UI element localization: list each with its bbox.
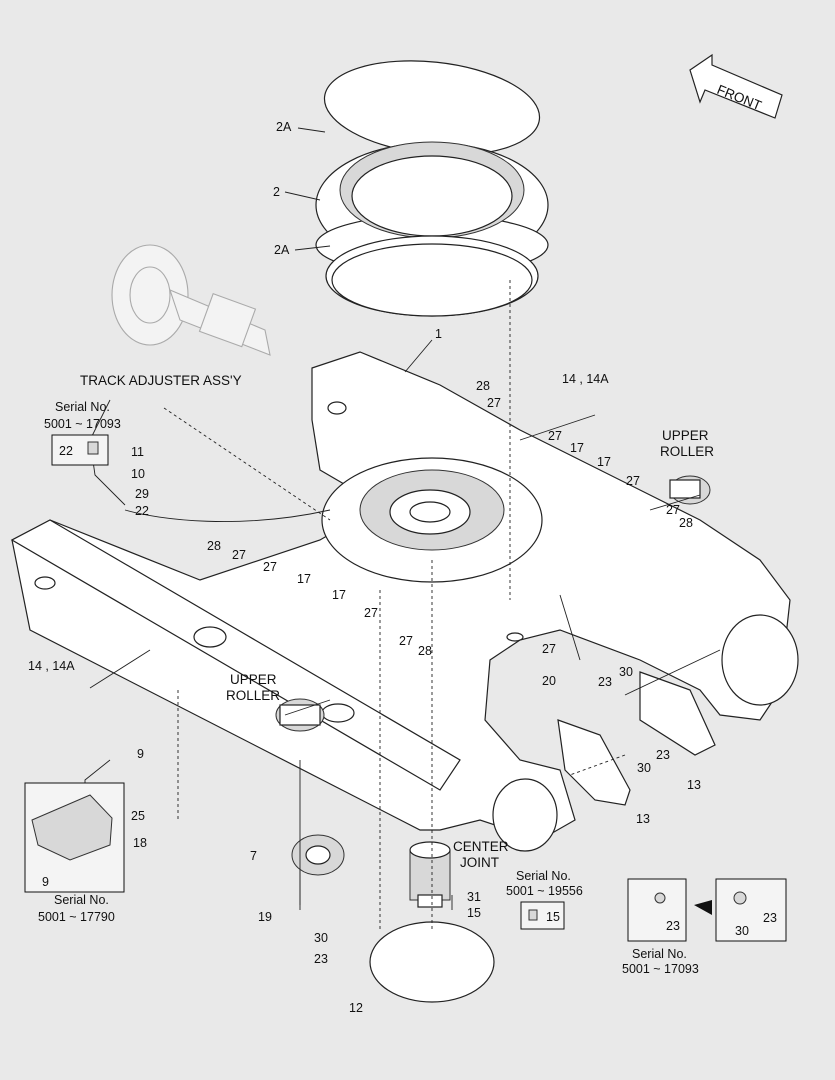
callout-17: 17 — [597, 455, 611, 469]
callout-27: 27 — [487, 396, 501, 410]
washer-icon — [733, 891, 747, 905]
callout-27: 27 — [232, 548, 246, 562]
callout-27: 27 — [666, 503, 680, 517]
callout-20: 20 — [542, 674, 556, 688]
upper-roller-right-label-2: ROLLER — [660, 444, 714, 459]
callout-11: 11 — [131, 445, 144, 459]
serial-part: 15 — [546, 910, 560, 924]
serial-range: 5001 ~ 19556 — [506, 884, 583, 898]
upper-roller-left — [275, 698, 325, 732]
callout-27: 27 — [399, 634, 413, 648]
serial-box-bottom-left: 9 Serial No. 5001 ~ 17790 — [24, 782, 125, 924]
serial-inset-frame-b — [715, 878, 787, 942]
callout-14-14a-right: 14 , 14A — [562, 372, 609, 386]
serial-inset-frame — [520, 901, 565, 930]
serial-title: Serial No. — [54, 893, 109, 907]
upper-roller-right-label-1: UPPER — [662, 428, 709, 443]
serial-part: 9 — [42, 875, 49, 889]
callout-18: 18 — [133, 836, 147, 850]
callout-2a-top: 2A — [276, 120, 292, 134]
serial-box-top-left: Serial No. 5001 ~ 17093 22 — [44, 400, 121, 466]
callout-22: 22 — [135, 504, 149, 518]
callout-13: 13 — [687, 778, 701, 792]
callout-2a-bottom: 2A — [274, 243, 290, 257]
serial-part-a: 23 — [666, 919, 680, 933]
callout-12: 12 — [349, 1001, 363, 1015]
callout-19: 19 — [258, 910, 272, 924]
serial-inset-frame-a — [627, 878, 687, 942]
callout-13: 13 — [636, 812, 650, 826]
bracket-icon — [31, 794, 113, 861]
serial-title: Serial No. — [516, 869, 571, 883]
callout-17: 17 — [297, 572, 311, 586]
serial-part-b: 23 — [763, 911, 777, 925]
callout-28: 28 — [418, 644, 432, 658]
serial-range: 5001 ~ 17093 — [622, 962, 699, 976]
serial-inset-frame — [51, 434, 109, 466]
callout-25: 25 — [131, 809, 145, 823]
callout-31: 31 — [467, 890, 481, 904]
callout-17: 17 — [332, 588, 346, 602]
serial-part: 22 — [59, 444, 73, 458]
cover-13-left — [557, 719, 631, 806]
cover-12 — [369, 921, 495, 1003]
cover-13-right — [639, 671, 716, 756]
callout-9: 9 — [137, 747, 144, 761]
serial-part-c: 30 — [735, 924, 749, 938]
callout-27: 27 — [548, 429, 562, 443]
callout-30: 30 — [314, 931, 328, 945]
callout-23: 23 — [656, 748, 670, 762]
leader-lines — [84, 127, 721, 930]
callout-23: 23 — [314, 952, 328, 966]
callout-17: 17 — [570, 441, 584, 455]
serial-box-bottom-right: 23 23 30 Serial No. 5001 ~ 17093 — [622, 878, 787, 976]
front-arrow: FRONT — [689, 53, 783, 119]
callout-28: 28 — [679, 516, 693, 530]
track-adjuster-sketch — [111, 244, 271, 356]
callout-30: 30 — [637, 761, 651, 775]
bolt-icon — [87, 441, 99, 455]
callouts: 2A 2 2A 1 28 27 14 , 14A 27 17 17 27 27 … — [28, 120, 701, 1015]
callout-23: 23 — [598, 675, 612, 689]
arrow-icon — [694, 900, 712, 915]
callout-27: 27 — [364, 606, 378, 620]
upper-roller-left-label-1: UPPER — [230, 672, 277, 687]
upper-roller-right — [669, 475, 711, 505]
bolt-icon — [654, 892, 666, 904]
serial-title: Serial No. — [632, 947, 687, 961]
callout-15: 15 — [467, 906, 481, 920]
callout-7: 7 — [250, 849, 257, 863]
callout-10: 10 — [131, 467, 145, 481]
serial-range: 5001 ~ 17093 — [44, 417, 121, 431]
serial-title: Serial No. — [55, 400, 110, 414]
callout-2: 2 — [273, 185, 280, 199]
swing-bearing-ring — [315, 60, 549, 317]
center-joint-label-1: CENTER — [453, 839, 509, 854]
center-joint — [409, 841, 451, 908]
callout-27: 27 — [263, 560, 277, 574]
callout-29: 29 — [135, 487, 149, 501]
serial-box-center-joint: Serial No. 5001 ~ 19556 15 — [506, 869, 583, 930]
callout-30: 30 — [619, 665, 633, 679]
callout-14-14a-left: 14 , 14A — [28, 659, 75, 673]
callout-1: 1 — [435, 327, 442, 341]
serial-range: 5001 ~ 17790 — [38, 910, 115, 924]
track-adjuster-label: TRACK ADJUSTER ASS'Y — [80, 373, 242, 388]
track-roller-7 — [291, 834, 345, 910]
callout-28: 28 — [207, 539, 221, 553]
lower-frame — [10, 351, 799, 852]
center-joint-label-2: JOINT — [460, 855, 499, 870]
callout-28: 28 — [476, 379, 490, 393]
callout-27: 27 — [542, 642, 556, 656]
upper-roller-left-label-2: ROLLER — [226, 688, 280, 703]
bolt-icon — [528, 909, 538, 921]
callout-27: 27 — [626, 474, 640, 488]
